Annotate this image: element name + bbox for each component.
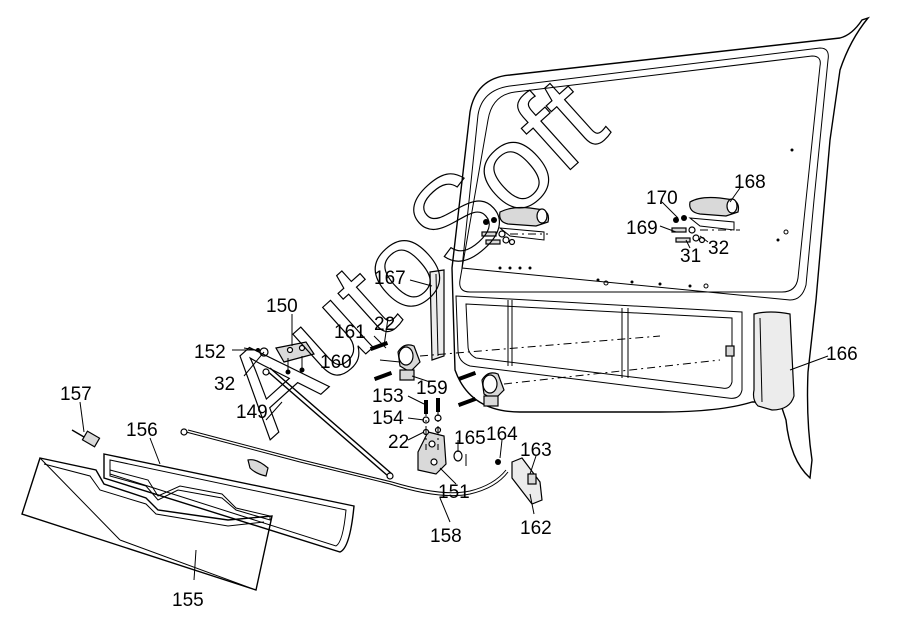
label-154: 154 [372,408,404,429]
label-162: 162 [520,518,552,539]
label-149: 149 [236,402,268,423]
striker-151 [417,398,447,475]
label-166: 166 [826,344,858,365]
label-169: 169 [626,218,658,239]
label-163: 163 [520,440,552,461]
gas-strut-149 [262,367,394,480]
label-168: 168 [734,172,766,193]
label-165: 165 [454,428,486,449]
label-32b: 32 [708,238,729,259]
cable-158 [185,431,509,497]
leader-lines [79,187,829,581]
label-161: 161 [334,322,366,343]
side-trim-166 [752,311,795,411]
label-158: 158 [430,526,462,547]
label-22b: 22 [388,432,409,453]
label-150: 150 [266,296,298,317]
trim-155 [21,457,273,591]
label-153: 153 [372,386,404,407]
cab-rear-panel [451,16,871,480]
panel-156 [103,453,355,553]
label-22: 22 [374,314,395,335]
watermark: AutoSoft [198,52,630,460]
latch-162 [453,450,543,505]
label-157: 157 [60,384,92,405]
part-labels: 150 152 32 157 156 155 149 161 22 160 15… [60,172,858,611]
label-152: 152 [194,342,226,363]
release-handle-157 [71,429,101,448]
label-167: 167 [374,268,406,289]
bracket-150 [243,341,315,375]
label-31: 31 [680,246,701,267]
label-151: 151 [438,482,470,503]
label-155: 155 [172,590,204,611]
hinge-assembly-159 [369,335,721,407]
label-164: 164 [486,424,518,445]
label-170: 170 [646,188,678,209]
label-159: 159 [416,378,448,399]
label-32: 32 [214,374,235,395]
label-156: 156 [126,420,158,441]
label-160: 160 [320,352,352,373]
